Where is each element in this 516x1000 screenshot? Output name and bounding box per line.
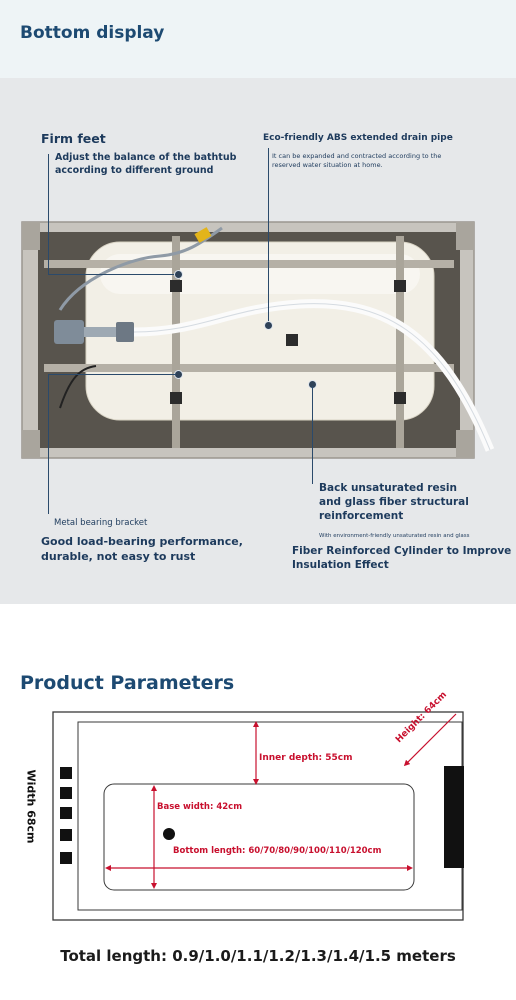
- metal-bracket-desc-2: durable, not easy to rust: [41, 550, 196, 563]
- firm-feet-title: Firm feet: [41, 131, 106, 146]
- drain-trap: [54, 320, 84, 344]
- resin-note: With environment-friendly unsaturated re…: [319, 533, 470, 539]
- abs-drain-pipe-edge: [133, 303, 491, 451]
- foot: [394, 392, 406, 404]
- drain-dot: [163, 828, 175, 840]
- jet-square: [60, 767, 72, 779]
- jet-square: [60, 852, 72, 864]
- drain-pipe-title: Eco-friendly ABS extended drain pipe: [263, 133, 453, 143]
- section-title-bottom-display: Bottom display: [20, 23, 165, 43]
- jet-square: [60, 829, 72, 841]
- resin-title-1: Back unsaturated resin: [319, 482, 457, 494]
- firm-feet-dot: [174, 270, 183, 279]
- header-band: Bottom display: [0, 0, 516, 78]
- section-title-product-parameters: Product Parameters: [20, 672, 235, 694]
- firm-feet-leader: [48, 154, 49, 274]
- height-arrow: [403, 713, 457, 767]
- base-width-label: Base width: 42cm: [157, 802, 243, 812]
- bracket-post: [172, 236, 180, 448]
- inner-depth-label: Inner depth: 55cm: [259, 753, 353, 763]
- metal-bracket-leader: [48, 374, 49, 514]
- drain-pipe-desc-1: It can be expanded and contracted accord…: [272, 152, 442, 160]
- firm-feet-leader-h: [48, 274, 176, 275]
- resin-leader: [312, 386, 313, 484]
- firm-feet-desc-2: according to different ground: [55, 165, 214, 176]
- frame-corner: [22, 222, 40, 250]
- bottom-photo-panel: Firm feet Adjust the balance of the bath…: [0, 78, 516, 604]
- width-label: Width 68cm: [24, 769, 38, 844]
- drain-pipe-leader: [268, 148, 269, 324]
- metal-bracket-title: Metal bearing bracket: [54, 518, 148, 528]
- foot: [394, 280, 406, 292]
- frame-corner: [456, 222, 474, 250]
- braided-hose: [58, 226, 223, 311]
- hose-fitting: [194, 227, 212, 243]
- bottom-length-label: Bottom length: 60/70/80/90/100/110/120cm: [173, 846, 382, 856]
- jet-square: [60, 787, 72, 799]
- cable: [59, 365, 97, 409]
- metal-bracket-leader-h: [48, 374, 176, 375]
- dimension-diagram: [52, 711, 464, 921]
- drain-pipe-dot: [264, 321, 273, 330]
- metal-bracket-desc-1: Good load-bearing performance,: [41, 535, 243, 548]
- frame-corner: [22, 430, 40, 458]
- resin-title-2: and glass fiber structural: [319, 496, 469, 508]
- total-length: Total length: 0.9/1.0/1.1/1.2/1.3/1.4/1.…: [60, 947, 456, 965]
- resin-desc-1: Fiber Reinforced Cylinder to Improve: [292, 545, 512, 557]
- drain-pipe-desc-2: reserved water situation at home.: [272, 161, 383, 169]
- jet-square: [60, 807, 72, 819]
- firm-feet-desc-1: Adjust the balance of the bathtub: [55, 152, 237, 163]
- bathtub-bottom-illustration: [21, 221, 495, 459]
- resin-title-3: reinforcement: [319, 510, 404, 522]
- foot: [170, 392, 182, 404]
- foot: [286, 334, 298, 346]
- pillow-panel: [444, 766, 464, 868]
- bracket-post: [396, 236, 404, 448]
- resin-desc-2: Insulation Effect: [292, 559, 389, 571]
- drain-valve: [116, 322, 134, 342]
- frame-corner: [456, 430, 474, 458]
- foot: [170, 280, 182, 292]
- basin-outline: [103, 783, 415, 891]
- bracket-bar: [44, 260, 454, 268]
- bracket-bar: [44, 364, 454, 372]
